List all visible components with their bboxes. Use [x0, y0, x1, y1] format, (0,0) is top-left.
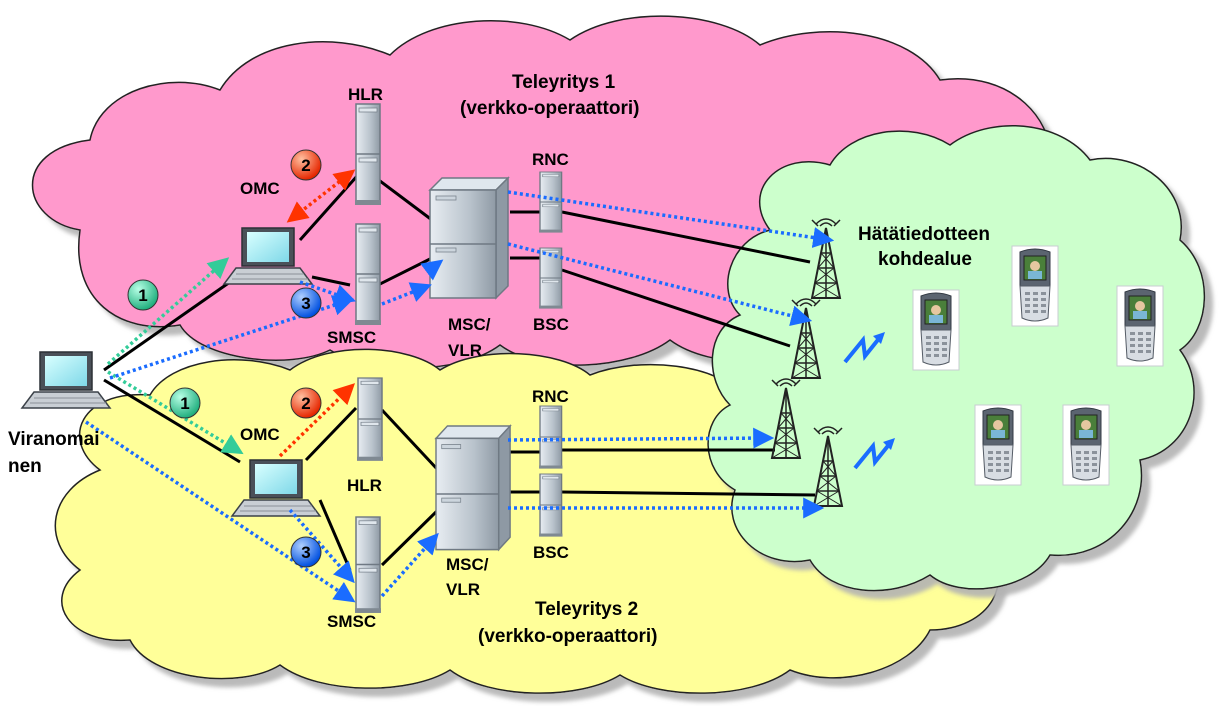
step2-flows	[278, 169, 356, 458]
step-badge-3: 3	[290, 287, 322, 319]
mobile-phone-icon	[912, 289, 960, 371]
omc1-label: OMC	[240, 179, 280, 198]
step-badge-3: 3	[290, 536, 322, 568]
authority-laptop	[21, 351, 111, 409]
step1-flows	[106, 257, 244, 455]
step-badge-2: 2	[290, 387, 322, 419]
target-area-subtitle: kohdealue	[878, 249, 972, 270]
svg-text:2: 2	[301, 156, 310, 175]
rnc1-server	[538, 171, 564, 234]
vlr1-label: VLR	[448, 341, 482, 360]
smsc2-label: SMSC	[327, 612, 376, 631]
omc2-label: OMC	[240, 425, 280, 444]
step-badge-1: 1	[169, 387, 201, 419]
hlr1-label: HLR	[348, 85, 383, 104]
rnc2-label: RNC	[532, 387, 569, 406]
broadcast-flows	[507, 190, 835, 519]
msc1-cabinet	[429, 177, 509, 299]
bsc2-server	[538, 473, 564, 538]
svg-text:2: 2	[301, 394, 310, 413]
msc2-cabinet	[435, 425, 511, 551]
step-badge-2: 2	[290, 149, 322, 181]
hlr2-server	[356, 377, 384, 462]
svg-text:3: 3	[301, 543, 310, 562]
svg-text:1: 1	[180, 394, 189, 413]
operator2-subtitle: (verkko-operaattori)	[478, 626, 658, 647]
svg-text:1: 1	[138, 286, 147, 305]
msc1-label: MSC/	[448, 315, 491, 334]
operator1-title: Teleyritys 1	[512, 72, 616, 93]
smsc1-label: SMSC	[327, 328, 376, 347]
hlr2-label: HLR	[347, 476, 382, 495]
rnc1-label: RNC	[532, 150, 569, 169]
step-badge-1: 1	[127, 279, 159, 311]
svg-text:3: 3	[301, 294, 310, 313]
rnc2-server	[538, 405, 564, 470]
mobile-phone-icon	[1116, 285, 1164, 367]
mobile-phone-icon	[974, 404, 1022, 486]
authority-label: Viranomai	[8, 429, 100, 450]
smsc2-server	[354, 516, 382, 614]
vlr2-label: VLR	[446, 580, 480, 599]
hlr1-server	[354, 103, 382, 206]
mobile-phone-icon	[1011, 245, 1059, 327]
authority-label-cont: nen	[8, 456, 42, 477]
bsc1-label: BSC	[533, 315, 569, 334]
bsc2-label: BSC	[533, 543, 569, 562]
operator2-title: Teleyritys 2	[535, 599, 638, 620]
msc2-label: MSC/	[446, 555, 489, 574]
operator1-subtitle: (verkko-operaattori)	[460, 98, 640, 119]
mobile-phone-icon	[1062, 404, 1110, 486]
target-area-title: Hätätiedotteen	[858, 224, 990, 245]
smsc1-server	[354, 223, 382, 326]
bsc1-server	[538, 247, 564, 310]
